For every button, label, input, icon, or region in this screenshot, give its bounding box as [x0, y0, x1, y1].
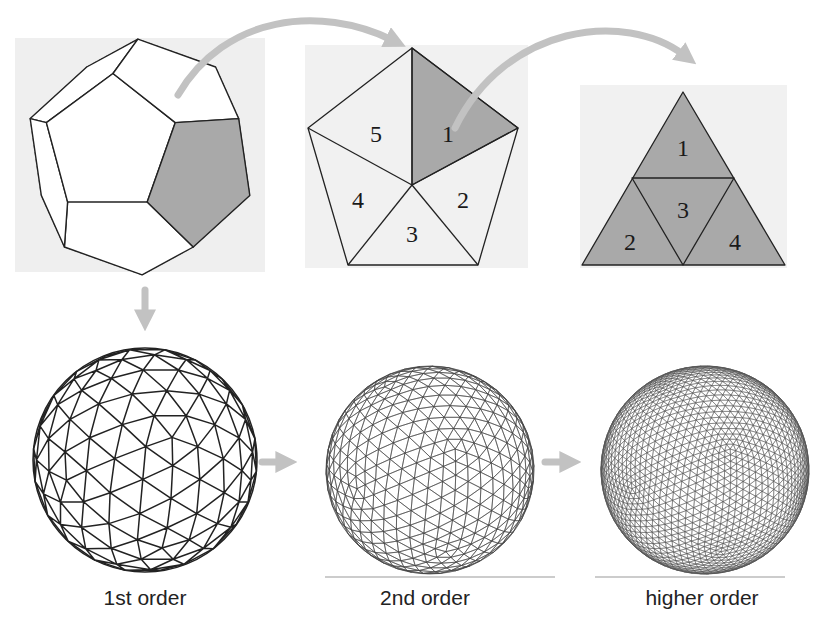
- callout-number: 1: [677, 136, 689, 160]
- callout-number: 3: [677, 198, 689, 222]
- baseline: [595, 577, 785, 578]
- callout-number: 3: [406, 222, 418, 246]
- caption-label: higher order: [645, 587, 758, 608]
- sphere-mesh: [601, 366, 809, 574]
- caption-label: 1st order: [104, 587, 187, 608]
- callout-number: 2: [457, 188, 469, 212]
- sphere-outline: [33, 348, 257, 572]
- sphere-outline: [601, 366, 809, 574]
- baseline: [325, 577, 555, 578]
- subdivided-triangle: [582, 92, 785, 265]
- dodecahedron: [30, 39, 250, 275]
- callout-number: 2: [624, 230, 636, 254]
- sphere-mesh: [326, 366, 534, 573]
- geodesic-spheres: [33, 348, 809, 574]
- callout-number: 5: [370, 122, 382, 146]
- callout-number: 1: [442, 122, 454, 146]
- sphere-outline: [326, 366, 534, 574]
- callout-number: 4: [352, 188, 364, 212]
- face: [147, 119, 250, 247]
- callout-number: 4: [729, 230, 741, 254]
- sphere-mesh: [34, 350, 257, 570]
- panel: [580, 85, 787, 268]
- caption-label: 2nd order: [380, 587, 470, 608]
